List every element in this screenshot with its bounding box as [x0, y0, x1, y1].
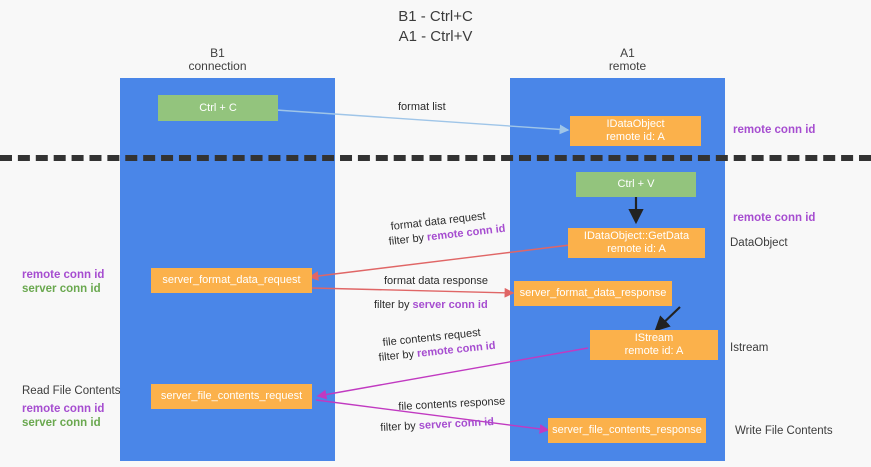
- remote-conn-id-text: remote conn id: [22, 403, 105, 415]
- remote-conn-id-text: remote conn id: [733, 124, 816, 136]
- side-label-read-file-contents: Read File Contents: [22, 385, 121, 397]
- side-label-istream: Istream: [730, 342, 769, 354]
- box-ctrl-v[interactable]: Ctrl + V: [576, 172, 696, 197]
- box-server-file-contents-response-label: server_file_contents_response: [552, 424, 702, 436]
- box-server-file-contents-request-label: server_file_contents_request: [160, 390, 303, 402]
- box-server-format-data-request[interactable]: server_format_data_request: [151, 268, 312, 293]
- box-server-format-data-request-label: server_format_data_request: [162, 274, 301, 286]
- filter-prefix: filter by: [380, 419, 420, 434]
- box-idataobject-remote-id: remote id: A: [606, 131, 665, 143]
- filter-prefix: filter by: [378, 347, 418, 364]
- diagram-title: B1 - Ctrl+C A1 - Ctrl+V: [0, 7, 871, 47]
- lane-header-b1-line1: B1: [210, 46, 225, 60]
- box-server-file-contents-request[interactable]: server_file_contents_request: [151, 384, 312, 409]
- lane-header-a1-line1: A1: [620, 46, 635, 60]
- side-label-conn-ids-upper: remote conn id server conn id: [22, 268, 104, 296]
- box-ctrl-v-label: Ctrl + V: [617, 178, 655, 190]
- box-idataobject-label: IDataObject: [606, 118, 665, 130]
- box-istream[interactable]: IStream remote id: A: [590, 330, 718, 360]
- side-label-dataobject: DataObject: [730, 237, 788, 249]
- box-idataobject[interactable]: IDataObject remote id: A: [570, 116, 701, 146]
- flow-label-format-data-response-filter: filter by server conn id: [374, 298, 488, 312]
- flow-label-format-list: format list: [398, 101, 446, 113]
- remote-conn-id-text: remote conn id: [733, 212, 816, 224]
- title-line-1: B1 - Ctrl+C: [398, 8, 473, 25]
- side-label-remote-conn-id-top: remote conn id: [733, 123, 815, 137]
- remote-conn-id-text: remote conn id: [22, 269, 105, 281]
- server-conn-id-text: server conn id: [22, 283, 101, 295]
- lane-header-a1: A1 remote: [550, 47, 705, 73]
- phase-divider: [0, 155, 871, 161]
- flow-label-file-contents-response: file contents response: [398, 395, 506, 413]
- filter-prefix: filter by: [374, 299, 413, 311]
- side-label-write-file-contents: Write File Contents: [735, 425, 833, 437]
- title-line-2: A1 - Ctrl+V: [398, 28, 473, 45]
- lane-header-a1-line2: remote: [608, 59, 647, 73]
- filter-prefix: filter by: [388, 231, 428, 248]
- box-istream-remote-id: remote id: A: [624, 345, 684, 357]
- side-label-remote-conn-id-mid: remote conn id: [733, 211, 815, 225]
- flow-label-format-data-response: format data response: [384, 275, 488, 287]
- lane-header-b1-line2: connection: [188, 59, 247, 73]
- box-idataobject-getdata[interactable]: IDataObject::GetData remote id: A: [568, 228, 705, 258]
- filter-key-server-conn-id: server conn id: [418, 416, 495, 432]
- arrow-format-data-response: [311, 287, 515, 298]
- box-server-format-data-response-label: server_format_data_response: [519, 287, 667, 299]
- lane-header-b1: B1 connection: [140, 47, 295, 73]
- box-idataobject-getdata-remote-id: remote id: A: [607, 243, 666, 255]
- box-istream-label: IStream: [634, 332, 674, 344]
- flow-label-file-contents-response-filter: filter by server conn id: [380, 415, 494, 435]
- box-ctrl-c[interactable]: Ctrl + C: [158, 95, 278, 121]
- box-server-format-data-response[interactable]: server_format_data_response: [514, 281, 672, 306]
- filter-key-server-conn-id: server conn id: [412, 299, 488, 311]
- box-server-file-contents-response[interactable]: server_file_contents_response: [548, 418, 706, 443]
- side-label-conn-ids-lower: remote conn id server conn id: [22, 402, 104, 430]
- server-conn-id-text: server conn id: [22, 417, 101, 429]
- box-ctrl-c-label: Ctrl + C: [199, 101, 237, 114]
- box-idataobject-getdata-label: IDataObject::GetData: [583, 230, 690, 242]
